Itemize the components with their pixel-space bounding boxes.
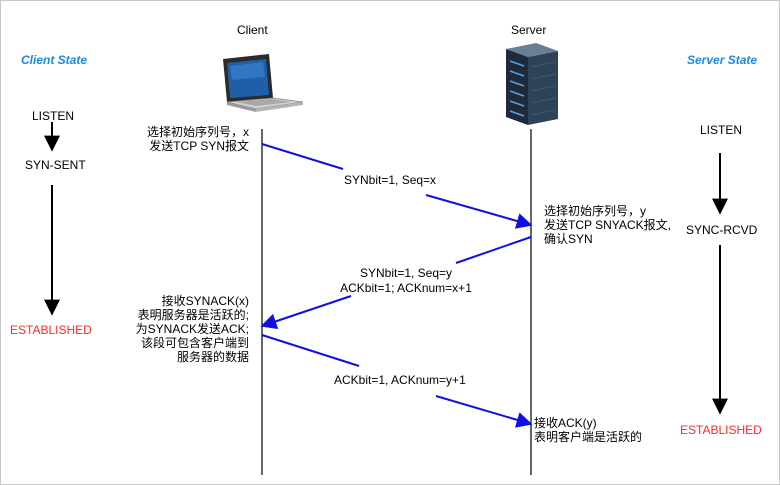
client-state-title: Client State (21, 53, 88, 67)
client-state-established: ESTABLISHED (10, 323, 92, 337)
server-rack-icon (506, 43, 558, 125)
server-send-synack-note-line-2: 发送TCP SNYACK报文, (544, 218, 671, 232)
client-recv-synack-note-line-3: 为SYNACK发送ACK; (135, 322, 249, 336)
laptop-icon (223, 54, 304, 112)
synack-message-label-line-1: SYNbit=1, Seq=y (359, 266, 453, 280)
server-state-sync-rcvd: SYNC-RCVD (686, 223, 758, 237)
client-recv-synack-note-line-1: 接收SYNACK(x) (161, 294, 249, 308)
server-state-title: Server State (687, 53, 758, 67)
client-state-listen: LISTEN (32, 109, 75, 123)
client-send-syn-note-line-1: 选择初始序列号，x (146, 125, 249, 139)
server-state-established: ESTABLISHED (680, 423, 762, 437)
client-recv-synack-note-line-2: 表明服务器是活跃的; (137, 308, 249, 322)
client-recv-synack-note-line-4: 该段可包含客户端到 (140, 336, 249, 350)
client-recv-synack-note-line-5: 服务器的数据 (176, 350, 249, 364)
server-recv-ack-note-line-2: 表明客户端是活跃的 (534, 430, 643, 444)
syn-message-label: SYNbit=1, Seq=x (344, 173, 437, 187)
server-actor-label: Server (511, 23, 547, 37)
server-recv-ack-note-line-1: 接收ACK(y) (534, 416, 597, 430)
server-send-synack-note-line-3: 确认SYN (544, 232, 593, 246)
client-send-syn-note-line-2: 发送TCP SYN报文 (149, 139, 249, 153)
ack-message-label: ACKbit=1, ACKnum=y+1 (334, 373, 466, 387)
syn-message-arrow (261, 143, 533, 229)
client-actor-label: Client (237, 23, 268, 37)
synack-message-label-line-2: ACKbit=1; ACKnum=x+1 (340, 281, 472, 295)
server-send-synack-note-line-1: 选择初始序列号，y (544, 204, 647, 218)
server-state-listen: LISTEN (700, 123, 743, 137)
client-state-syn-sent: SYN-SENT (25, 158, 86, 172)
ack-message-arrow (261, 334, 533, 428)
synack-message-arrow (260, 236, 532, 329)
